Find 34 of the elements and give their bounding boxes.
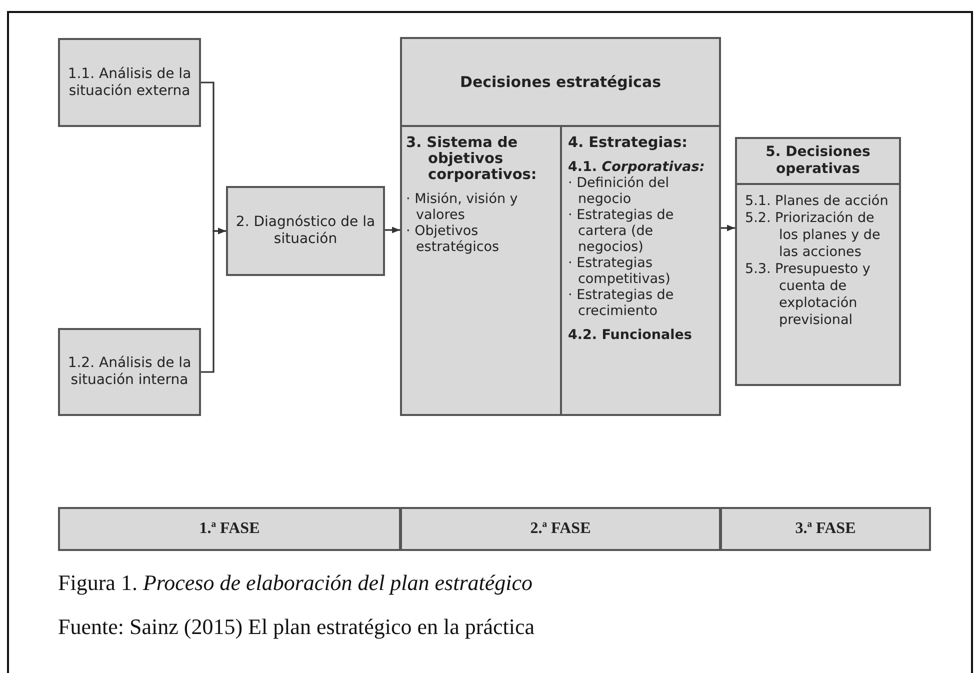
list-item: · Estrategias de crecimiento — [568, 287, 675, 319]
list-item: 5.1. Planes de acción — [745, 193, 890, 210]
figure-caption: Figura 1. Proceso de elaboración del plan estratégico — [58, 570, 533, 596]
list-item: 5.2. Priorización de los planes y de las acciones — [745, 210, 882, 261]
phase-label: 1.ª FASE — [199, 520, 260, 538]
process-box — [735, 137, 901, 386]
phase-label: 3.ª FASE — [795, 520, 856, 538]
phase-band — [400, 507, 721, 551]
arrow — [385, 226, 400, 234]
decision-panel — [400, 37, 721, 416]
box-label: 1.1. Análisis de la situación externa — [66, 66, 192, 100]
list-item: · Objetivos estratégicos — [406, 223, 500, 255]
box-heading: 5. Decisiones operativas — [737, 139, 899, 185]
list-item: 4.1. Corporativas: — [568, 159, 706, 175]
box-label: 2. Diagnóstico de la situación — [234, 214, 376, 248]
list-item: 5.3. Presupuesto y cuenta de explotación previsional — [745, 261, 872, 329]
list-item: · Misión, visión y valores — [406, 191, 519, 223]
column-heading: 4. Estrategias: — [568, 135, 688, 151]
list-item: · Definición del negocio — [568, 175, 670, 207]
phase-label: 2.ª FASE — [530, 520, 591, 538]
process-box — [58, 38, 201, 127]
column-heading: 3. Sistema de objetivos corporativos: — [406, 135, 538, 183]
phase-band — [720, 507, 931, 551]
phase-band — [58, 507, 401, 551]
source-note: Fuente: Sainz (2015) El plan estratégico en la práctica — [58, 614, 534, 640]
panel-heading: Decisiones estratégicas — [402, 39, 719, 127]
arrow — [201, 228, 226, 373]
list-item: · Estrategias de cartera (de negocios) — [568, 207, 675, 255]
list-item: 4.2. Funcionales — [568, 327, 693, 343]
box-label: 1.2. Análisis de la situación interna — [66, 355, 192, 389]
arrow — [721, 224, 735, 232]
process-box — [226, 186, 385, 276]
list-item: · Estrategias competitivas) — [568, 255, 672, 287]
process-box — [58, 328, 201, 416]
